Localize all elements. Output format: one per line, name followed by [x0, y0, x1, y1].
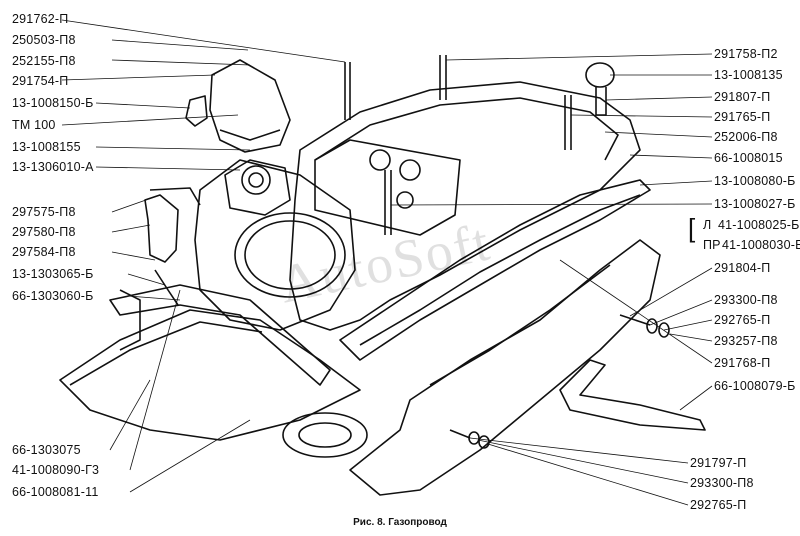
label-bracket-r-prefix: ПР — [703, 238, 721, 252]
leader-lines — [61, 19, 713, 506]
label-left-4: 291754-П — [12, 74, 69, 88]
label-left-5: 13-1008150-Б — [12, 96, 94, 110]
label-left-11: 297584-П8 — [12, 245, 76, 259]
label-left-1: 291762-П — [12, 12, 69, 26]
label-right-3: 291807-П — [714, 90, 771, 104]
label-bottom-left-3: 66-1008081-11 — [12, 485, 99, 499]
label-left-9: 297575-П8 — [12, 205, 76, 219]
throttle-bore — [234, 212, 346, 298]
label-right-4: 291765-П — [714, 110, 771, 124]
label-bottom-right-3: 292765-П — [690, 498, 747, 512]
manifold-gasket — [339, 179, 651, 361]
label-bracket-r-value: 41-1008030-Б — [722, 238, 800, 252]
elbow-cap — [209, 59, 291, 153]
label-right-12: 293257-П8 — [714, 334, 778, 348]
label-bracket-l-value: 41-1008025-Б — [718, 218, 800, 232]
label-right-5: 252006-П8 — [714, 130, 778, 144]
label-right-14: 66-1008079-Б — [714, 379, 796, 393]
label-right-2: 13-1008135 — [714, 68, 783, 82]
lifting-eye — [585, 62, 615, 88]
label-right-1: 291758-П2 — [714, 47, 778, 61]
label-right-13: 291768-П — [714, 356, 771, 370]
label-right-6: 66-1008015 — [714, 151, 783, 165]
label-left-12: 13-1303065-Б — [12, 267, 94, 281]
label-left-8: 13-1306010-А — [12, 160, 94, 174]
exhaust-flange — [282, 412, 368, 458]
valve-cover-outline — [289, 81, 641, 331]
label-right-10: 293300-П8 — [714, 293, 778, 307]
label-bottom-right-2: 293300-П8 — [690, 476, 754, 490]
label-bottom-left-1: 66-1303075 — [12, 443, 81, 457]
label-bottom-left-2: 41-1008090-Г3 — [12, 463, 100, 477]
label-left-6: ТМ 100 — [12, 118, 56, 132]
label-left-3: 252155-П8 — [12, 54, 76, 68]
sensor — [185, 95, 208, 127]
cover-plate — [314, 139, 461, 236]
coolant-hose — [144, 194, 179, 263]
support-bracket — [559, 359, 706, 431]
bracket-symbol: [ — [688, 213, 696, 243]
carburetor-flange — [194, 159, 356, 331]
label-right-9: 291804-П — [714, 261, 771, 275]
label-left-2: 250503-П8 — [12, 33, 76, 47]
label-right-8: 13-1008027-Б — [714, 197, 796, 211]
label-bracket-l-prefix: Л — [703, 218, 712, 232]
label-left-10: 297580-П8 — [12, 225, 76, 239]
figure-caption: Рис. 8. Газопровод — [353, 517, 447, 528]
label-right-11: 292765-П — [714, 313, 771, 327]
heat-shield — [59, 309, 361, 441]
label-left-7: 13-1008155 — [12, 140, 81, 154]
label-right-7: 13-1008080-Б — [714, 174, 796, 188]
label-bottom-right-1: 291797-П — [690, 456, 747, 470]
label-left-13: 66-1303060-Б — [12, 289, 94, 303]
thermostat-housing — [224, 159, 291, 216]
